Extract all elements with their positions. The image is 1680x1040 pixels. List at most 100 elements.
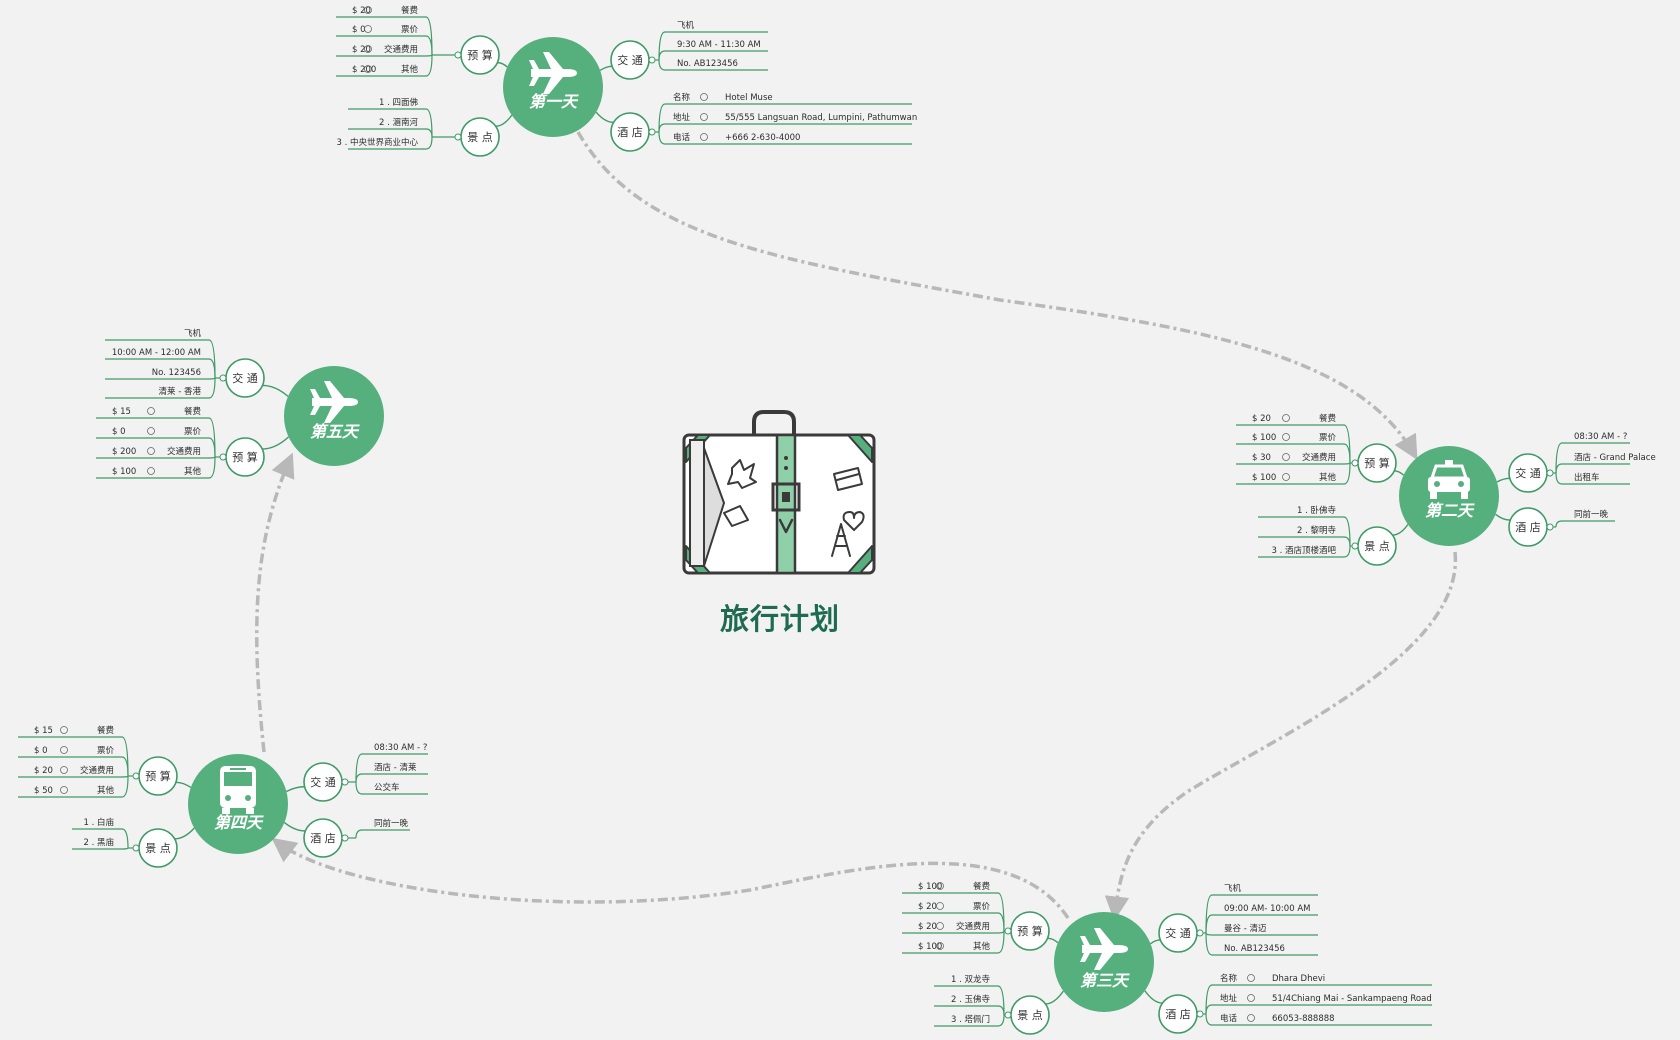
- svg-text:其他: 其他: [401, 64, 419, 75]
- day3-transport-collapse-toggle[interactable]: [1196, 929, 1204, 937]
- svg-text:$ 20: $ 20: [352, 45, 371, 55]
- svg-text:飞机: 飞机: [184, 328, 202, 339]
- day5-transport-item: 清莱 - 香港: [159, 386, 202, 397]
- day3-sights-collapse-toggle[interactable]: [1004, 1011, 1012, 1019]
- svg-text:地址: 地址: [673, 112, 691, 123]
- day4-transport-collapse-toggle[interactable]: [341, 778, 349, 786]
- svg-text:其他: 其他: [184, 466, 202, 477]
- day5-budget-collapse-toggle[interactable]: [219, 453, 227, 461]
- day1-title: 第一天: [529, 92, 579, 111]
- day2-sights-item: 2 . 黎明寺: [1297, 525, 1337, 536]
- day1-sights-item: 2 . 湄南河: [379, 117, 419, 128]
- day2-transport-item: 08:30 AM - ?: [1574, 432, 1627, 442]
- day2-transport-connector: [1496, 477, 1510, 483]
- svg-text:$ 20: $ 20: [34, 766, 53, 776]
- note-icon: [147, 407, 155, 415]
- bus-icon: [220, 766, 256, 814]
- svg-text:交通费用: 交通费用: [167, 446, 201, 457]
- svg-text:公交车: 公交车: [374, 782, 400, 793]
- day4-budget-item: $ 0 票价: [34, 746, 114, 756]
- note-icon: [60, 746, 68, 754]
- day1-hotel-connector: [595, 111, 614, 124]
- day3-budget-collapse-toggle[interactable]: [1004, 927, 1012, 935]
- day1-transport-label: 交 通: [617, 53, 643, 67]
- day4-budget-collapse-toggle[interactable]: [132, 772, 140, 780]
- day2-budget-collapse-toggle[interactable]: [1351, 459, 1359, 467]
- day2-budget-label: 预 算: [1364, 456, 1390, 470]
- svg-text:飞机: 飞机: [677, 20, 695, 31]
- svg-text:名称: 名称: [673, 92, 691, 103]
- svg-text:$ 100: $ 100: [1252, 433, 1276, 443]
- day1-budget-collapse-toggle[interactable]: [454, 51, 462, 59]
- note-icon: [1282, 453, 1290, 461]
- note-icon: [1247, 1014, 1255, 1022]
- day4-hotel-label: 酒 店: [310, 831, 336, 845]
- day2-transport-collapse-toggle[interactable]: [1546, 469, 1554, 477]
- day4-sights-label: 景 点: [145, 842, 171, 855]
- day3-hotel-collapse-toggle[interactable]: [1196, 1010, 1204, 1018]
- note-icon: [60, 726, 68, 734]
- day2-sights-item: 3 . 酒店顶楼酒吧: [1271, 545, 1336, 556]
- day4-hotel-connector: [283, 822, 306, 832]
- note-icon: [364, 65, 372, 73]
- svg-text:票价: 票价: [1319, 433, 1337, 443]
- day4-sights-collapse-toggle[interactable]: [132, 844, 140, 852]
- svg-text:66053-888888: 66053-888888: [1272, 1014, 1335, 1024]
- day2-hub[interactable]: [1399, 446, 1499, 546]
- day1-sights-item: 3 . 中央世界商业中心: [336, 137, 418, 148]
- svg-text:$ 100: $ 100: [112, 467, 136, 477]
- svg-text:飞机: 飞机: [1224, 883, 1242, 894]
- day1-budget-connector: [497, 61, 508, 68]
- svg-text:2 . 湄南河: 2 . 湄南河: [379, 117, 419, 128]
- note-icon: [147, 467, 155, 475]
- day5-transport-collapse-toggle[interactable]: [219, 374, 227, 382]
- suitcase-icon: [682, 410, 876, 575]
- svg-text:餐费: 餐费: [184, 406, 202, 417]
- day1-hotel-collapse-toggle[interactable]: [648, 128, 656, 136]
- svg-text:$ 15: $ 15: [112, 407, 131, 417]
- note-icon: [1247, 974, 1255, 982]
- note-icon: [1282, 433, 1290, 441]
- svg-text:酒店 - 清莱: 酒店 - 清莱: [374, 762, 417, 773]
- day3-sights-item: 1 . 双龙寺: [951, 974, 991, 985]
- svg-text:票价: 票价: [184, 427, 202, 437]
- svg-text:$ 0: $ 0: [34, 746, 48, 756]
- day3-title: 第三天: [1080, 971, 1130, 990]
- note-icon: [700, 113, 708, 121]
- route-arrows: [254, 131, 1457, 921]
- svg-text:$ 20: $ 20: [918, 902, 937, 912]
- day4-budget-label: 预 算: [145, 769, 171, 783]
- svg-text:其他: 其他: [973, 941, 991, 952]
- day1-transport-collapse-toggle[interactable]: [648, 56, 656, 64]
- day3-sights-label: 景 点: [1017, 1009, 1043, 1022]
- airplane-icon: [310, 381, 358, 423]
- day2-hotel-collapse-toggle[interactable]: [1546, 523, 1554, 531]
- svg-text:$ 50: $ 50: [34, 786, 53, 796]
- day1-transport-connector: [599, 65, 613, 72]
- svg-text:同前一晚: 同前一晚: [1574, 509, 1609, 520]
- svg-text:交通费用: 交通费用: [80, 765, 114, 776]
- airplane-icon: [529, 52, 577, 94]
- svg-text:票价: 票价: [97, 746, 115, 756]
- note-icon: [936, 922, 944, 930]
- day4-hotel-collapse-toggle[interactable]: [341, 834, 349, 842]
- svg-text:其他: 其他: [97, 785, 115, 796]
- day1-sights-collapse-toggle[interactable]: [454, 133, 462, 141]
- svg-text:$ 15: $ 15: [34, 726, 53, 736]
- note-icon: [364, 25, 372, 33]
- day2-sights-collapse-toggle[interactable]: [1351, 542, 1359, 550]
- svg-text:1 . 四面佛: 1 . 四面佛: [379, 97, 419, 108]
